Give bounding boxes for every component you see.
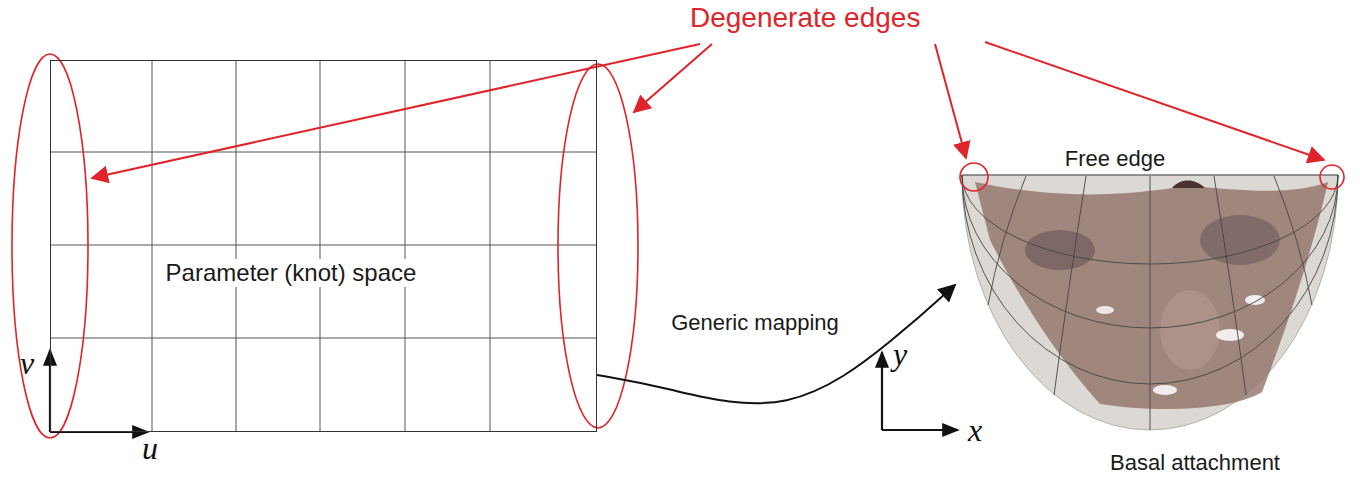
- axis-label: x: [968, 412, 982, 449]
- parameter-grid-lines: [50, 60, 597, 432]
- mapped-domain: [960, 163, 1344, 430]
- edge-label: Generic mapping: [671, 310, 839, 335]
- axis-label: u: [142, 430, 158, 467]
- edge-label: Free edge: [1062, 146, 1168, 171]
- axis-label: y: [893, 336, 907, 373]
- callout-heading: Degenerate edges: [690, 2, 920, 34]
- region-title: Parameter (knot) space: [163, 259, 420, 287]
- degenerate-leader-arrows: [92, 42, 1324, 178]
- parameter-space-grid: Parameter (knot) space: [50, 60, 597, 432]
- mapping-arrow: [597, 285, 955, 403]
- axis-label: v: [20, 345, 34, 382]
- edge-label: Basal attachment: [1107, 450, 1283, 475]
- mapped-leaflet-domain: Free edgeBasal attachment: [955, 140, 1350, 480]
- degenerate-edge-marks: [12, 54, 638, 438]
- axis-arrows: [50, 350, 958, 432]
- leaflet-image: [975, 182, 1328, 409]
